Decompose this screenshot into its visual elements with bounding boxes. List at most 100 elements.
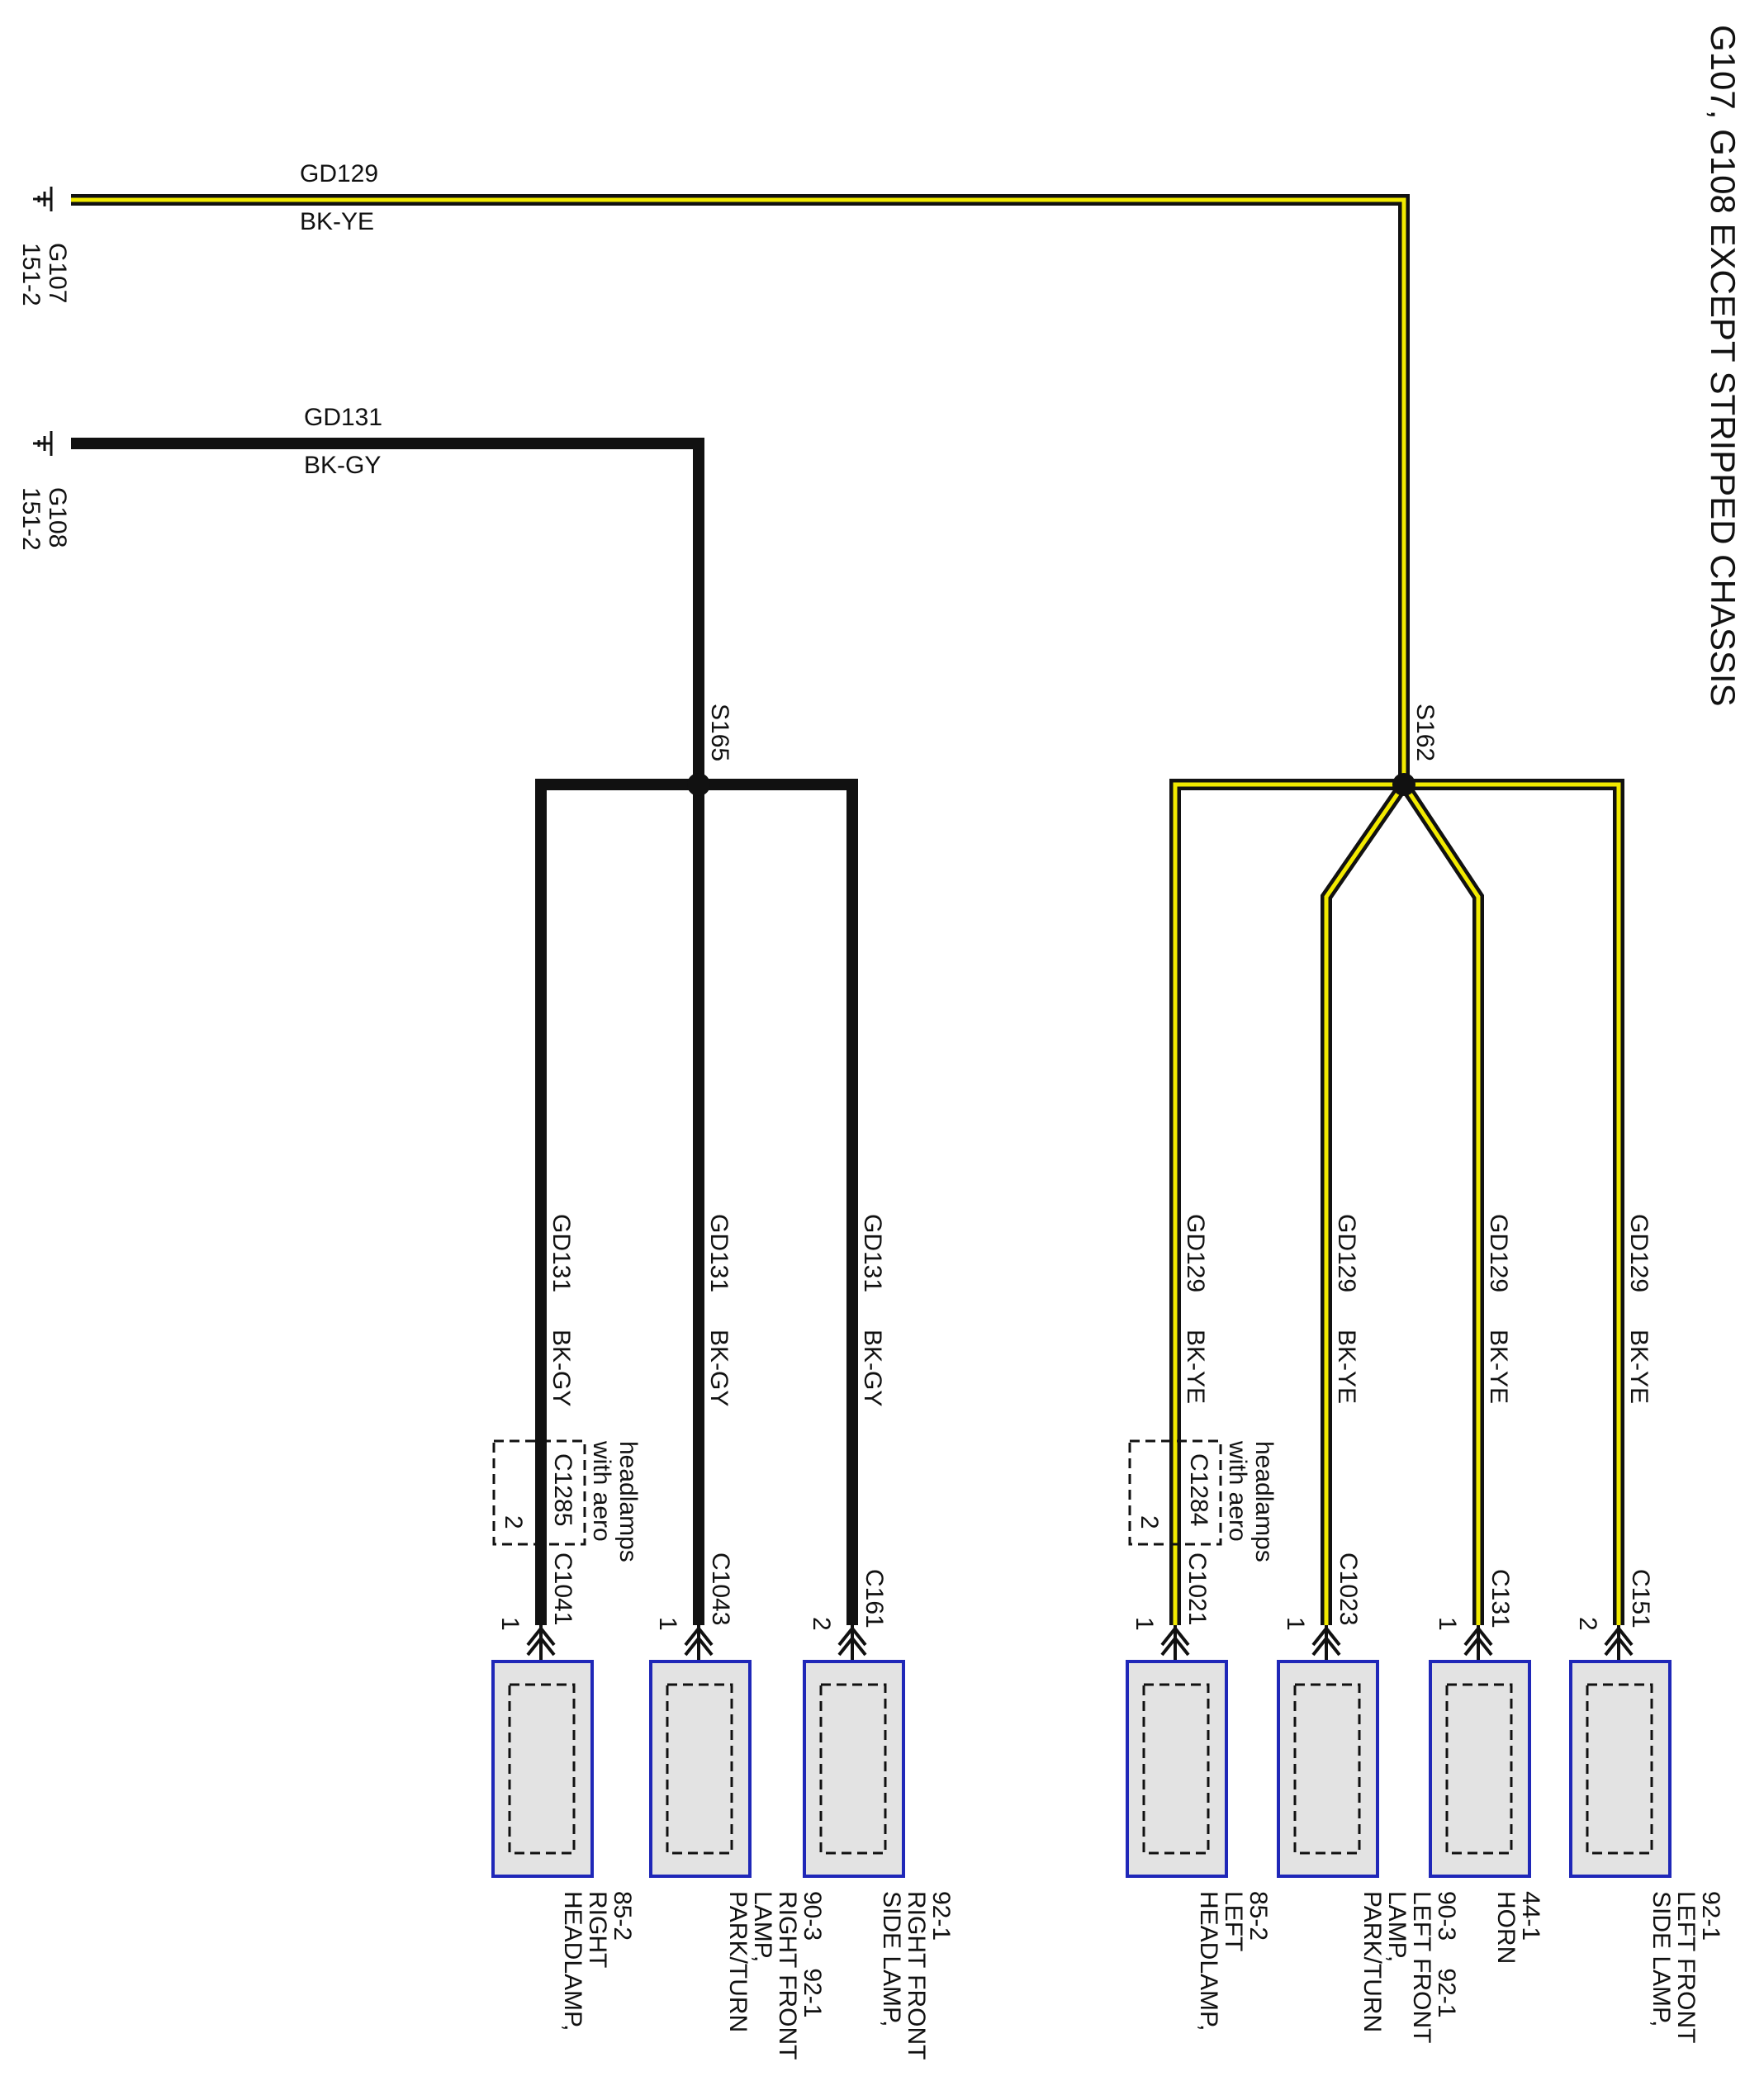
component-box (649, 1660, 752, 1878)
optional-note-line1: with aero (1224, 1440, 1251, 1542)
terminal-fork (684, 1625, 714, 1647)
connector-id: C1043 (707, 1552, 734, 1625)
component-inner-dashed (508, 1683, 576, 1855)
connector-id: C1021 (1183, 1552, 1211, 1625)
svg-text:LAMP,: LAMP, (749, 1891, 776, 1962)
component-box (1569, 1660, 1672, 1878)
splice-dot-s165 (687, 773, 710, 796)
branch-color: BK-YE (1485, 1330, 1512, 1404)
svg-text:85-2: 85-2 (609, 1891, 636, 1941)
terminal-fork (1311, 1635, 1341, 1657)
wire-gd131-feed (71, 438, 704, 785)
component-label-park-turn-right: PARK/TURN LAMP, RIGHT FRONT 90-3 92-1 (724, 1891, 826, 2060)
connector-pin: 1 (1434, 1617, 1461, 1631)
branch-color: BK-YE (1625, 1330, 1653, 1404)
connector-pin: 1 (654, 1617, 681, 1631)
ground-symbol-g107 (33, 187, 53, 211)
svg-text:SIDE LAMP,: SIDE LAMP, (1648, 1891, 1675, 2027)
wire-gd129-feed-tracer (71, 197, 1406, 785)
optional-pin-c1285: 2 (500, 1515, 527, 1529)
branch-circuit: GD129 (1333, 1214, 1360, 1292)
svg-text:LAMP,: LAMP, (1383, 1891, 1411, 1962)
optional-connector-c1285: C1285 (549, 1453, 576, 1526)
ground-id-g107: G107 (44, 243, 71, 303)
branch-color: BK-YE (1333, 1330, 1360, 1404)
feed-circuit-gd131: GD131 (304, 404, 382, 431)
component-label-headlamp-right: HEADLAMP, RIGHT 85-2 (559, 1891, 636, 2031)
component-label-park-turn-left: PARK/TURN LAMP, LEFT FRONT 90-3 92-1 (1359, 1891, 1460, 2043)
svg-text:RIGHT: RIGHT (584, 1891, 611, 1968)
component-label-headlamp-left: HEADLAMP, LEFT 85-2 (1195, 1891, 1272, 2031)
component-box (803, 1660, 905, 1878)
terminal-fork (1311, 1625, 1341, 1647)
svg-text:HEADLAMP,: HEADLAMP, (559, 1891, 586, 2031)
optional-note-line2: headlamps (1250, 1441, 1278, 1562)
terminal-fork (526, 1625, 556, 1647)
optional-connector-box-c1285 (492, 1439, 586, 1546)
feed-color-gd129: BK-YE (300, 208, 374, 235)
splice-label-s162: S162 (1411, 704, 1439, 761)
component-inner-dashed (1142, 1683, 1210, 1855)
svg-text:SIDE LAMP,: SIDE LAMP, (878, 1891, 905, 2027)
component-inner-dashed (1445, 1683, 1513, 1855)
terminal-fork (684, 1635, 714, 1657)
terminal-fork (1160, 1625, 1190, 1647)
terminal-fork (1463, 1625, 1493, 1647)
connector-pin: 1 (496, 1617, 524, 1631)
component-box (1126, 1660, 1228, 1878)
svg-text:44-1: 44-1 (1517, 1891, 1544, 1941)
component-label-side-lamp-right: SIDE LAMP, RIGHT FRONT 92-1 (878, 1891, 955, 2060)
svg-text:HORN: HORN (1492, 1891, 1520, 1964)
splice-dot-s162 (1392, 773, 1415, 796)
component-box (1277, 1660, 1379, 1878)
feed-color-gd131: BK-GY (304, 452, 381, 479)
component-label-horn: HORN 44-1 (1492, 1891, 1544, 1964)
svg-text:85-2: 85-2 (1245, 1891, 1272, 1941)
connector-pin: 1 (1131, 1617, 1158, 1631)
svg-text:92-1: 92-1 (927, 1891, 955, 1941)
svg-text:LEFT FRONT: LEFT FRONT (1408, 1891, 1435, 2043)
ground-symbol-g108 (33, 431, 53, 456)
branch-circuit: GD131 (548, 1214, 575, 1292)
branch-circuit: GD129 (1625, 1214, 1653, 1292)
splice-label-s165: S165 (706, 704, 733, 761)
branch-circuit: GD131 (705, 1214, 733, 1292)
component-inner-dashed (819, 1683, 887, 1855)
branch-circuit: GD131 (859, 1214, 886, 1292)
optional-note-line2: headlamps (614, 1441, 642, 1562)
svg-text:92-1: 92-1 (1697, 1891, 1724, 1941)
component-label-side-lamp-left: SIDE LAMP, LEFT FRONT 92-1 (1648, 1891, 1724, 2043)
diagram-title: G107, G108 EXCEPT STRIPPED CHASSIS (1704, 25, 1743, 707)
component-inner-dashed (1586, 1683, 1653, 1855)
optional-connector-box-c1284 (1128, 1439, 1222, 1546)
connector-pin: 1 (1282, 1617, 1309, 1631)
branch-color: BK-GY (859, 1330, 886, 1406)
svg-text:90-3 92-1: 90-3 92-1 (799, 1891, 826, 2017)
svg-text:LEFT FRONT: LEFT FRONT (1672, 1891, 1700, 2043)
feed-circuit-gd129: GD129 (300, 160, 378, 187)
optional-note-line1: with aero (588, 1440, 615, 1542)
component-inner-dashed (666, 1683, 733, 1855)
optional-connector-c1284: C1284 (1185, 1453, 1212, 1526)
svg-text:PARK/TURN: PARK/TURN (724, 1891, 752, 2032)
component-box (1429, 1660, 1531, 1878)
wire-gd129-branches-tracer (1173, 782, 1621, 1625)
connector-pin: 2 (1574, 1617, 1601, 1631)
ground-ref-g107: 151-2 (17, 243, 45, 306)
svg-text:HEADLAMP,: HEADLAMP, (1195, 1891, 1222, 2031)
branch-circuit: GD129 (1485, 1214, 1512, 1292)
connector-id: C151 (1627, 1569, 1654, 1628)
svg-text:RIGHT FRONT: RIGHT FRONT (903, 1891, 930, 2060)
terminal-fork (1604, 1635, 1634, 1657)
svg-text:LEFT: LEFT (1220, 1891, 1247, 1951)
branch-circuit: GD129 (1182, 1214, 1209, 1292)
wire-gd131-branches (535, 779, 858, 1625)
connector-id: C1023 (1335, 1552, 1362, 1625)
terminal-fork (837, 1635, 867, 1657)
branch-color: BK-YE (1182, 1330, 1209, 1404)
terminal-fork (1604, 1625, 1634, 1647)
svg-text:90-3 92-1: 90-3 92-1 (1433, 1891, 1460, 2017)
connector-id: C1041 (549, 1552, 576, 1625)
connector-id: C131 (1487, 1569, 1514, 1628)
optional-pin-c1284: 2 (1136, 1515, 1163, 1529)
